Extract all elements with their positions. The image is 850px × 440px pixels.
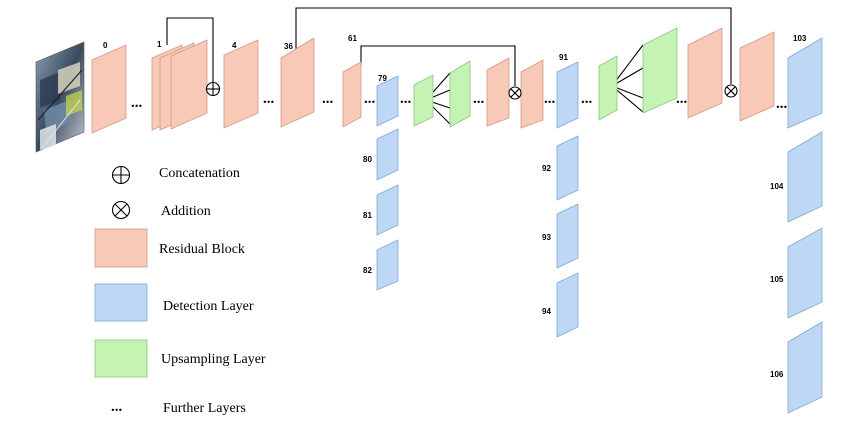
detection-94 (556, 272, 579, 338)
legend-upsampling-label: Upsampling Layer (161, 352, 266, 367)
detection-82 (376, 239, 399, 291)
layer-number: 105 (770, 275, 784, 284)
dots: ... (473, 91, 485, 107)
dots: ... (322, 91, 334, 107)
layer-number: 4 (232, 41, 237, 50)
dots: ... (776, 96, 788, 112)
layer-number: 103 (793, 34, 807, 43)
layer-number: 92 (542, 164, 551, 173)
addition-icon (508, 86, 522, 100)
upsampling-layers (413, 27, 678, 128)
detection-105 (787, 227, 823, 319)
upsampling-large-thin (598, 55, 618, 121)
detection-106 (787, 321, 823, 414)
detection-104 (787, 131, 823, 223)
layer-number: 61 (348, 34, 357, 43)
input-image (35, 41, 85, 153)
legend-concatenation-icon (111, 165, 131, 185)
legend-detection-swatch (94, 283, 148, 322)
legend-detection-label: Detection Layer (163, 299, 254, 314)
legend-further-symbol: ... (111, 399, 123, 415)
residual-block-1c (170, 39, 208, 130)
dots: ... (263, 91, 275, 107)
layer-number: 94 (542, 307, 551, 316)
legend-concatenation-label: Concatenation (159, 166, 240, 181)
residual-block-4 (223, 39, 259, 129)
legend-upsampling-swatch (94, 339, 148, 378)
dots: ... (364, 91, 376, 107)
legend: Concatenation Addition Residual Block De… (94, 165, 266, 416)
upsampling-large-wide (642, 27, 678, 114)
layer-number: 36 (284, 42, 293, 51)
further-layers-dots: ... ... ... ... ... ... ... ... ... ... (131, 91, 788, 112)
layer-number: 81 (363, 211, 372, 220)
dots: ... (581, 91, 593, 107)
layer-number: 79 (378, 74, 387, 83)
layer-numbers: 0 1 4 36 61 79 80 81 82 91 92 93 94 103 … (103, 34, 807, 379)
concatenation-icon (205, 81, 221, 97)
legend-further-label: Further Layers (163, 401, 246, 416)
residual-block-deep-1 (687, 27, 723, 119)
residual-block-mid-2 (520, 59, 544, 129)
dots: ... (544, 91, 556, 107)
layer-number: 106 (770, 370, 784, 379)
layer-number: 104 (770, 182, 784, 191)
detection-92 (556, 135, 579, 201)
residual-block-61 (342, 61, 362, 128)
detection-91 (556, 61, 579, 129)
detection-80 (376, 128, 399, 181)
detection-layers (376, 37, 823, 414)
detection-79 (376, 75, 399, 127)
layer-number: 80 (363, 155, 372, 164)
legend-addition-label: Addition (161, 204, 211, 219)
residual-block-deep-2 (739, 31, 775, 122)
upsampling-small (413, 74, 434, 127)
legend-addition-icon (111, 200, 131, 220)
residual-block-36 (280, 37, 315, 128)
residual-block-0 (91, 44, 127, 134)
dots: ... (400, 91, 412, 107)
residual-block-mid-1 (486, 57, 510, 127)
layer-number: 82 (363, 266, 372, 275)
legend-residual-label: Residual Block (159, 242, 245, 257)
layer-number: 1 (157, 40, 162, 49)
addition-icon (724, 84, 738, 98)
legend-residual-swatch (94, 228, 148, 268)
detection-103 (787, 37, 823, 129)
dots: ... (131, 95, 143, 111)
dots: ... (676, 91, 688, 107)
layer-number: 91 (559, 53, 568, 62)
upsampling-small-wide (449, 60, 471, 128)
layer-number: 0 (103, 41, 108, 50)
detection-93 (556, 203, 579, 269)
residual-blocks (91, 27, 775, 134)
detection-81 (376, 184, 399, 236)
layer-number: 93 (542, 233, 551, 242)
